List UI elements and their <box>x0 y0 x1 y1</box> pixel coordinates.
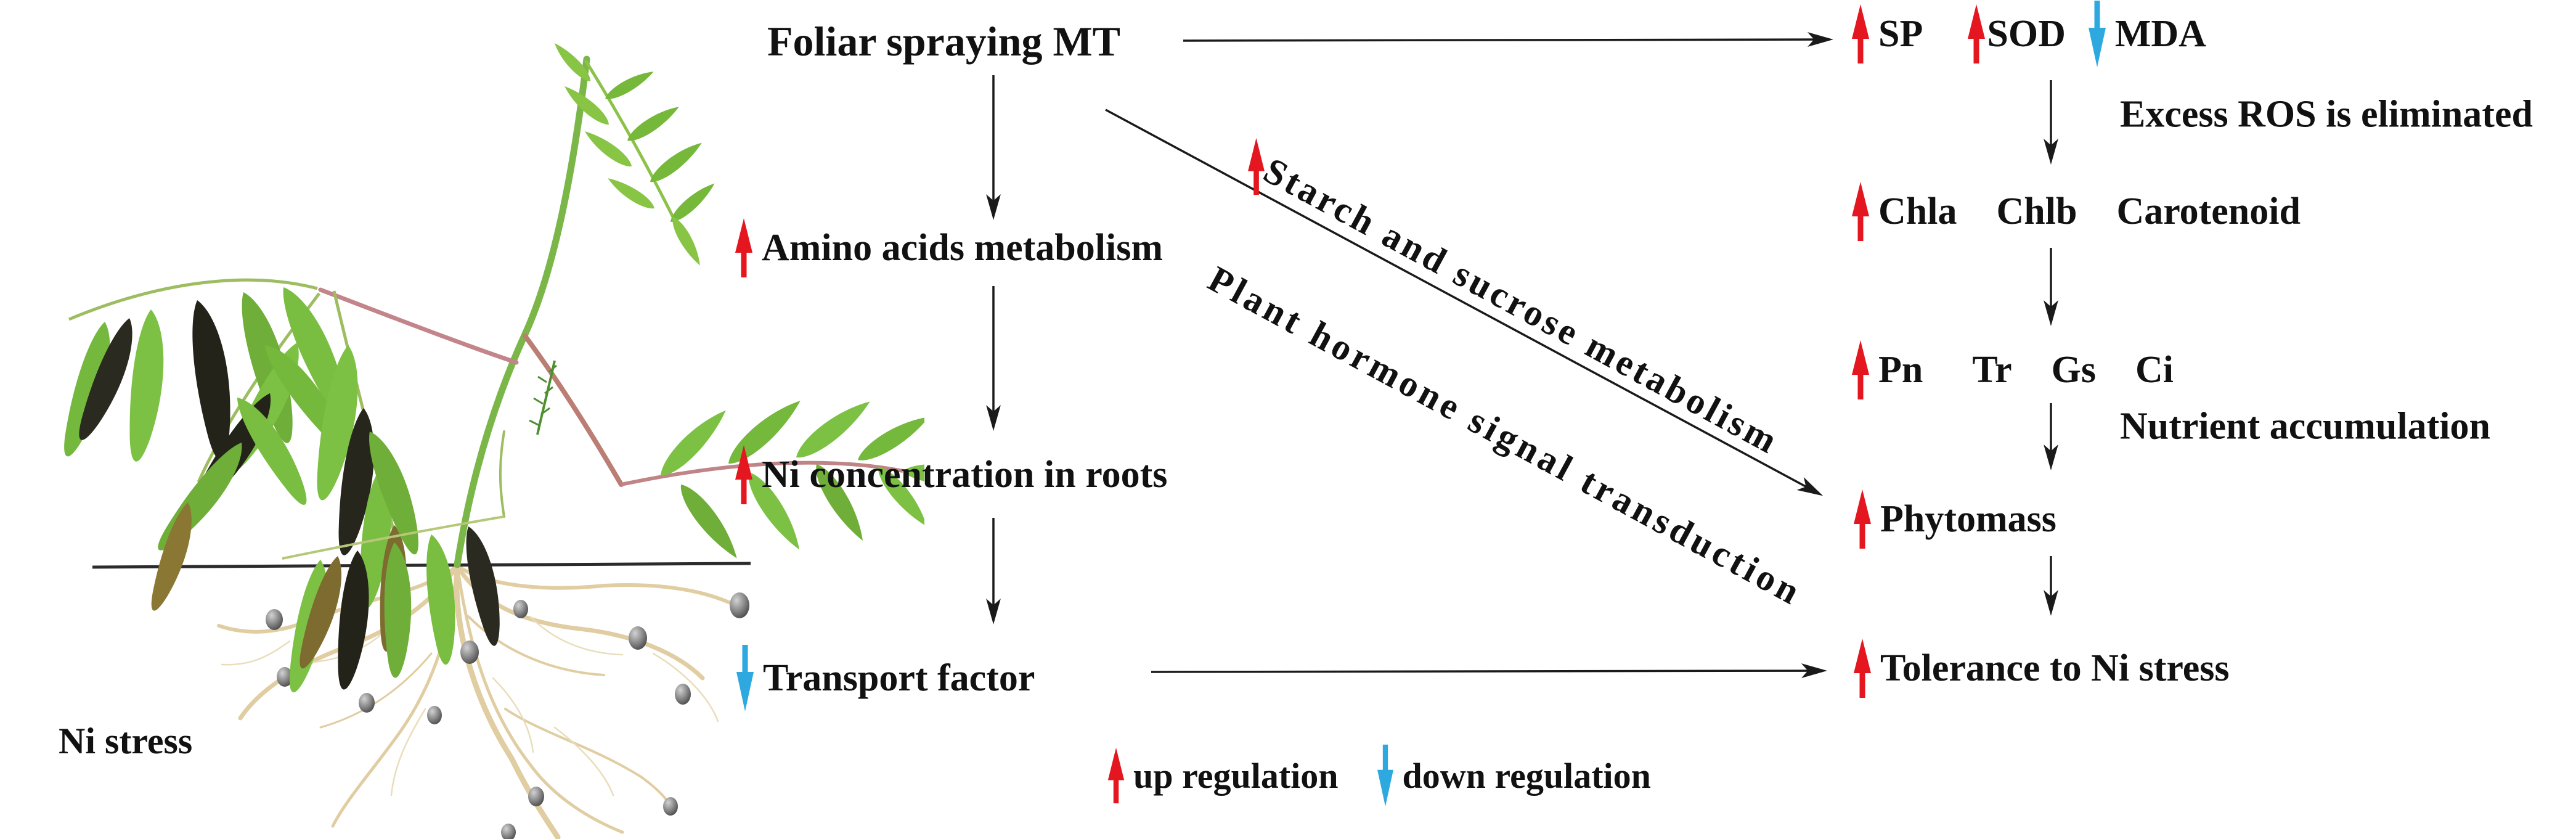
up-regulation-arrow-icon <box>733 217 754 279</box>
mda-label: MDA <box>2114 12 2206 55</box>
legend: up regulation down regulation <box>1106 743 1651 808</box>
up-regulation-arrow-icon <box>1852 488 1873 550</box>
row-ni-concentration: Ni concentration in roots <box>733 444 1167 505</box>
nutrient-accumulation-label: Nutrient accumulation <box>2120 405 2491 448</box>
ni-particles <box>266 592 749 839</box>
title-foliar-spraying-mt: Foliar spraying MT <box>767 18 1120 65</box>
sod-label: SOD <box>1987 12 2066 55</box>
row-phytomass: Phytomass <box>1852 488 2056 550</box>
chla-label: Chla <box>1878 190 1957 232</box>
sp-label: SP <box>1878 12 1923 55</box>
plant-illustration <box>54 39 924 839</box>
up-regulation-arrow-icon <box>1850 181 1871 242</box>
legend-down-label: down regulation <box>1402 755 1651 796</box>
up-regulation-arrow-icon <box>1850 3 1871 65</box>
row-transport-factor: Transport factor <box>735 644 1035 713</box>
row-pigments: Chla Chlb Carotenoid <box>1850 181 2301 242</box>
up-regulation-arrow-icon <box>1850 339 1871 401</box>
arrow-mt-to-sp <box>1183 32 1833 47</box>
down-regulation-arrow-icon <box>2087 0 2108 68</box>
ni-stress-label: Ni stress <box>59 721 193 761</box>
up-regulation-arrow-icon <box>1106 747 1126 804</box>
row-gas-exchange: Pn Tr Gs Ci <box>1850 339 2174 401</box>
row-tolerance: Tolerance to Ni stress <box>1852 637 2230 699</box>
tolerance-label: Tolerance to Ni stress <box>1880 647 2230 689</box>
row-sp-sod-mda: SP SOD MDA <box>1850 0 2206 68</box>
ni-concentration-label: Ni concentration in roots <box>762 453 1168 496</box>
up-regulation-arrow-icon <box>1852 637 1873 699</box>
arrow-diagonal-to-phytomass <box>1105 108 1824 496</box>
pn-label: Pn <box>1878 348 1923 391</box>
carotenoid-label: Carotenoid <box>2116 190 2301 232</box>
arrow-transport-to-tolerance <box>1151 663 1827 678</box>
leaf-lower-cluster <box>280 515 507 696</box>
legend-up-label: up regulation <box>1133 755 1339 796</box>
down-regulation-arrow-icon <box>735 644 756 713</box>
up-regulation-arrow-icon <box>733 444 754 505</box>
leaf-left-cluster <box>54 278 428 653</box>
tr-label: Tr <box>1972 348 2012 391</box>
ci-label: Ci <box>2135 348 2174 391</box>
plant-stem <box>318 55 624 568</box>
excess-ros-label: Excess ROS is eliminated <box>2120 93 2533 136</box>
row-amino-acids: Amino acids metabolism <box>733 217 1163 279</box>
leaf-top-shoot <box>550 39 719 269</box>
chlb-label: Chlb <box>1996 190 2077 232</box>
up-regulation-arrow-icon <box>1966 3 1987 65</box>
leaf-right-cluster <box>621 393 924 565</box>
transport-factor-label: Transport factor <box>763 657 1035 699</box>
down-regulation-arrow-icon <box>1376 743 1395 808</box>
gs-label: Gs <box>2051 348 2096 391</box>
phytomass-label: Phytomass <box>1880 497 2056 540</box>
leaf-feather-shoot <box>529 360 557 435</box>
up-regulation-arrow-icon <box>1246 137 1266 196</box>
ground-line <box>92 562 751 569</box>
amino-acids-label: Amino acids metabolism <box>762 226 1163 269</box>
